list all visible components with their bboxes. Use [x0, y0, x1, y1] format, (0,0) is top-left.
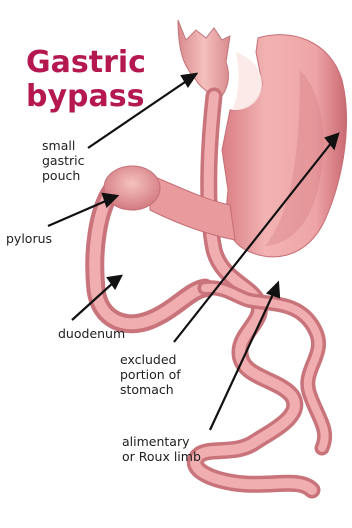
label-small-gastric-pouch: small gastric pouch [42, 138, 85, 183]
small-gastric-pouch-shape [178, 20, 230, 98]
arrow-alimentary-head [268, 283, 279, 297]
label-duodenum: duodenum [58, 326, 125, 341]
label-pylorus: pylorus [6, 231, 52, 246]
antrum [150, 175, 235, 240]
diagram-title: Gastric bypass [26, 46, 146, 114]
label-excluded-portion: excluded portion of stomach [120, 352, 181, 397]
arrow-alimentary [210, 292, 274, 430]
label-alimentary-limb: alimentary or Roux limb [122, 434, 201, 464]
arrow-pouch-head [182, 74, 196, 86]
pylorus-shape [104, 166, 160, 210]
